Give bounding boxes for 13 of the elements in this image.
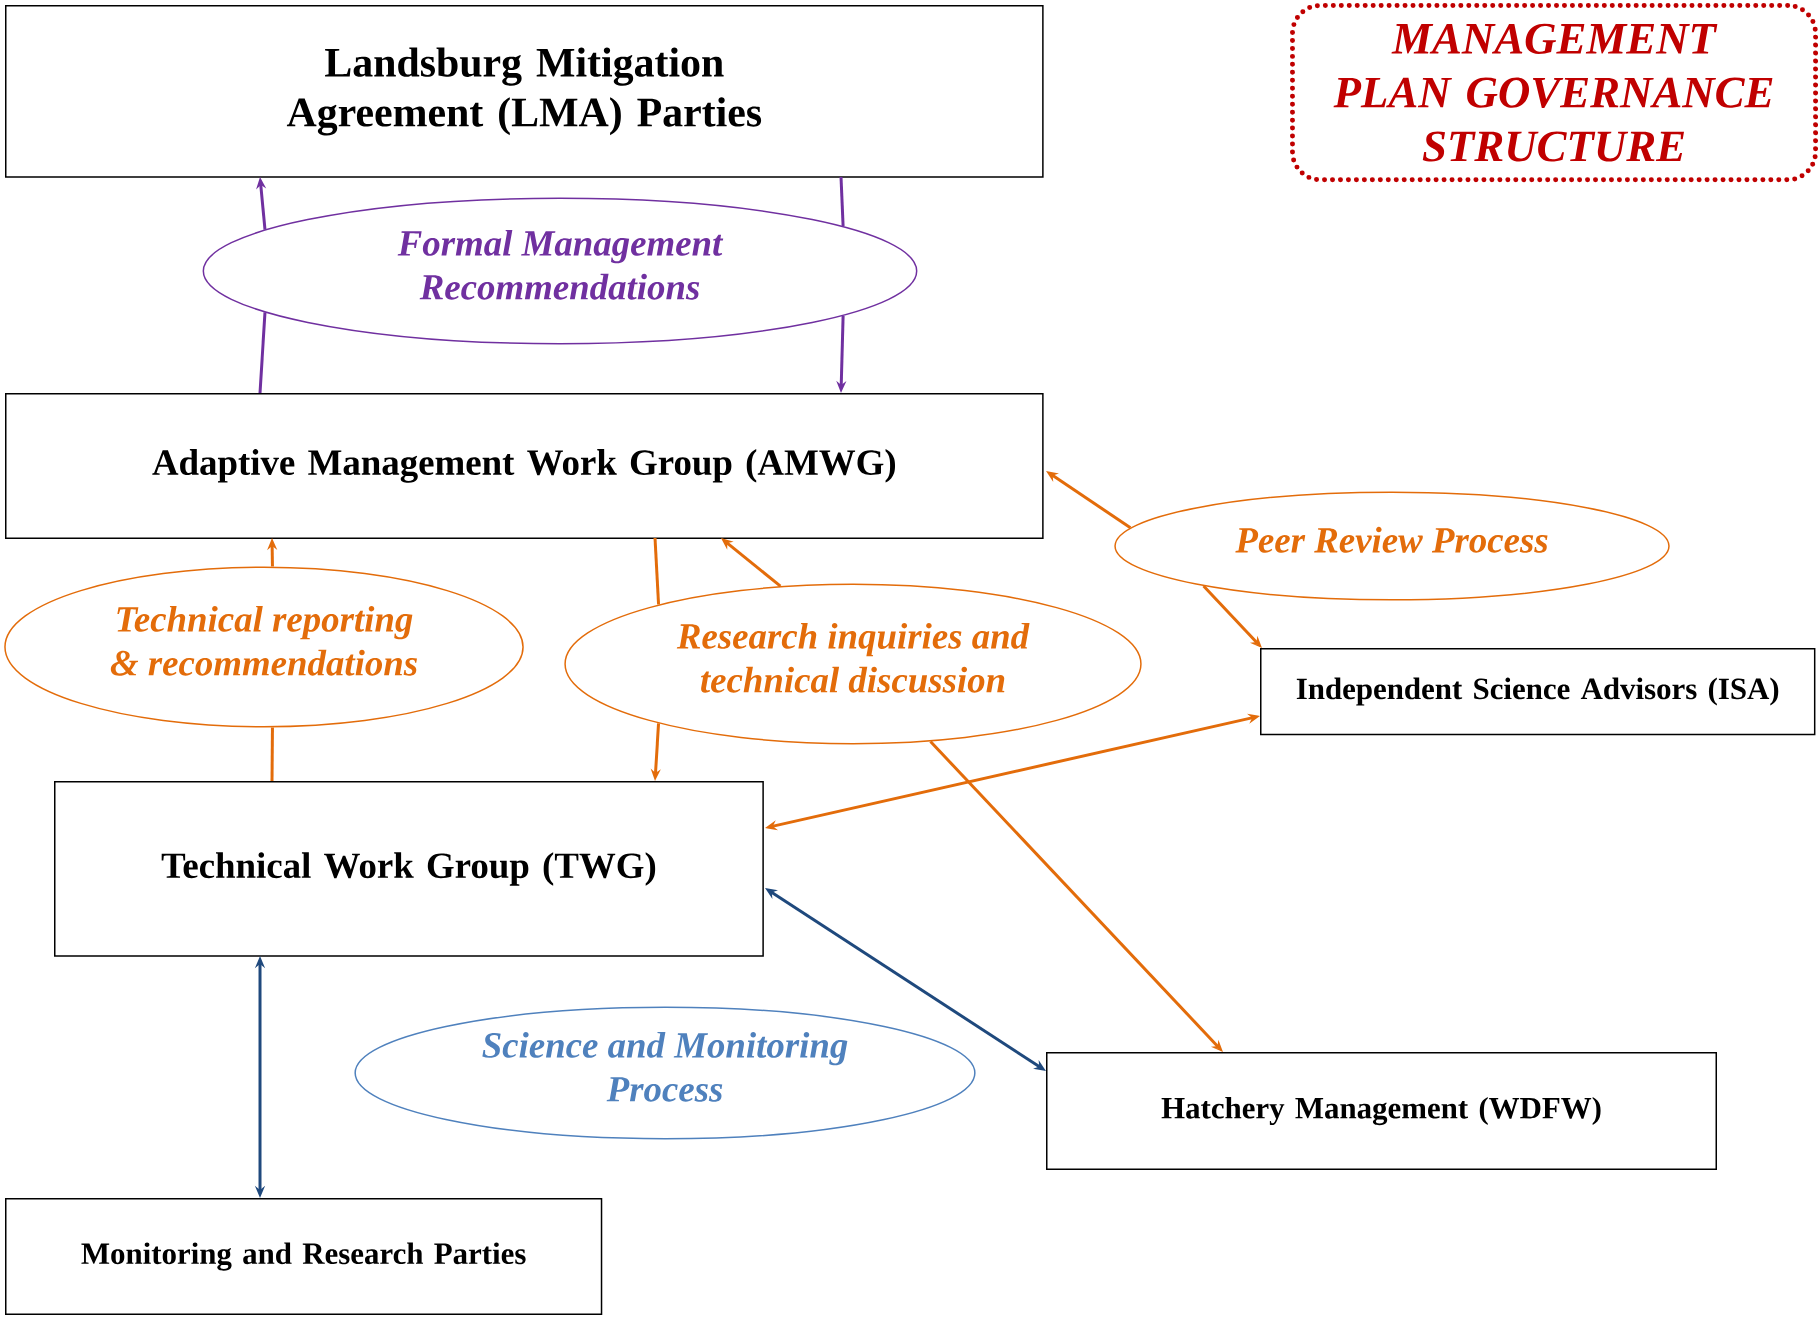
connector-line	[270, 727, 274, 781]
group-box: Adaptive Management Work Group (AMWG)	[5, 393, 1044, 539]
group-box: Landsburg Mitigation Agreement (LMA) Parties	[5, 5, 1044, 178]
group-box: Monitoring and Research Parties	[5, 1198, 603, 1316]
group-box: Hatchery Management (WDFW)	[1046, 1052, 1717, 1171]
connector-line	[258, 312, 267, 394]
group-box: Independent Science Advisors (ISA)	[1260, 648, 1816, 736]
arrow	[1202, 585, 1262, 648]
connector-line	[839, 176, 845, 227]
arrow	[929, 740, 1223, 1052]
connector-line	[653, 537, 661, 605]
group-box: Technical Work Group (TWG)	[54, 781, 764, 957]
title-box: MANAGEMENT PLAN GOVERNANCE STRUCTURE	[1290, 3, 1818, 183]
